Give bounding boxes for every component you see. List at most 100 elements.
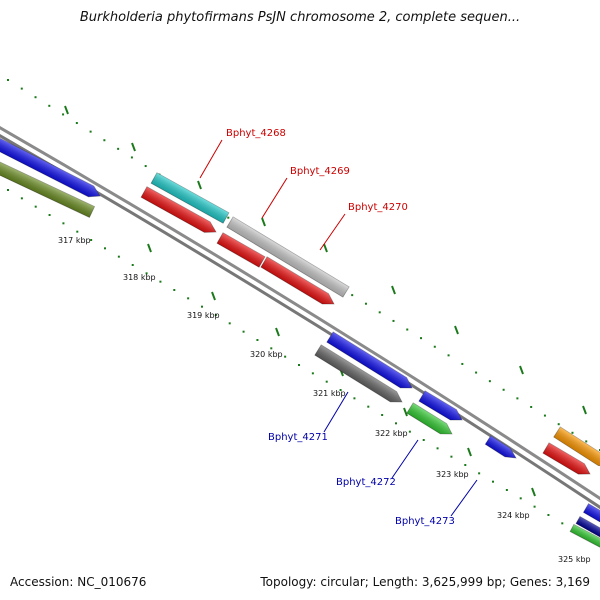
map-title: Burkholderia phytofirmans PsJN chromosom… <box>79 10 521 25</box>
outer-ruler-dot <box>34 96 37 99</box>
gene-green <box>406 402 453 435</box>
gene-olive-left-shade <box>0 158 95 218</box>
gene-blue-left-shade <box>0 134 100 197</box>
inner-ruler-dot <box>450 455 453 458</box>
gene-red-right-shade <box>542 442 590 475</box>
outer-ruler-dot <box>103 139 106 142</box>
gene-navy-right <box>575 515 600 543</box>
outer-ruler-dot <box>48 104 51 107</box>
tick-label: 321 kbp <box>313 389 346 398</box>
outer-ruler-dot <box>227 216 230 219</box>
inner-ruler-dot <box>367 405 370 408</box>
inner-ruler-dot <box>505 489 508 491</box>
outer-major-tick <box>64 105 69 115</box>
inner-ruler-dot <box>298 364 300 366</box>
outer-ruler-dot <box>351 294 354 297</box>
outer-major-tick <box>519 365 524 375</box>
outer-ruler-dot <box>516 397 519 400</box>
gene-dark-gray <box>314 344 403 403</box>
inner-ruler-dot <box>242 330 245 333</box>
inner-ruler-dot <box>561 522 564 525</box>
inner-ruler-dot <box>478 472 481 475</box>
features <box>0 134 600 553</box>
outer-ruler-dot <box>62 113 65 116</box>
inner-ruler-dot <box>436 447 439 450</box>
outer-ruler-dot <box>364 302 367 305</box>
outer-ruler-dot <box>447 354 450 357</box>
inner-major-tick <box>275 327 280 337</box>
gene-bphyt-4270-red-shade <box>260 256 334 304</box>
outer-ruler-dot <box>20 87 23 90</box>
tick-label: 317 kbp <box>58 236 91 245</box>
outer-ruler-dot <box>420 337 423 340</box>
inner-ruler-dot <box>339 389 342 391</box>
outer-ruler-dot <box>502 388 505 391</box>
inner-ruler-dot <box>62 222 65 225</box>
inner-ruler-dot <box>76 230 79 233</box>
inner-ruler-dot <box>48 214 51 216</box>
inner-major-tick <box>211 291 216 301</box>
gene-leader-line <box>391 439 419 479</box>
inner-ruler-dot <box>492 480 494 483</box>
gene-label: Bphyt_4272 <box>336 477 396 488</box>
gene-blue-2-shade <box>418 390 462 420</box>
inner-ruler-dot <box>353 397 356 400</box>
accession-label: Accession: NC_010676 <box>10 575 147 589</box>
inner-major-tick <box>531 487 536 497</box>
inner-ruler-dot <box>533 505 536 508</box>
outer-major-tick <box>131 142 136 152</box>
outer-ruler-dot <box>7 79 9 81</box>
inner-ruler-dot <box>381 414 384 416</box>
outer-major-tick <box>261 217 266 227</box>
gene-bphyt-4269 <box>226 216 350 298</box>
gene-dark-gray-shade <box>314 344 402 402</box>
gene-orange-shade <box>553 426 600 466</box>
inner-major-tick <box>403 407 408 417</box>
outer-major-tick <box>391 285 396 295</box>
tick-label: 323 kbp <box>436 470 469 479</box>
sequence-stats: Topology: circular; Length: 3,625,999 bp… <box>260 575 590 589</box>
gene-blue-small <box>484 435 517 459</box>
gene-blue-mid <box>326 331 413 389</box>
gene-leader-line <box>323 391 349 433</box>
outer-major-tick <box>197 180 202 190</box>
gene-red-2-shade <box>217 232 265 268</box>
inner-ruler-dot <box>395 422 397 425</box>
gene-green-shade <box>406 402 453 435</box>
outer-ruler-dot <box>130 156 133 159</box>
inner-ruler-dot <box>187 297 190 300</box>
inner-major-tick <box>467 447 472 457</box>
inner-ruler-dot <box>20 197 23 200</box>
gene-blue-left <box>0 134 101 198</box>
inner-ruler-dot <box>7 189 9 191</box>
gene-olive-left <box>0 158 96 218</box>
gene-bphyt-4269-shade <box>226 216 350 298</box>
outer-ruler-dot <box>433 345 436 348</box>
tick-label: 318 kbp <box>123 273 156 282</box>
inner-ruler-dot <box>117 255 120 258</box>
inner-ruler-dot <box>34 205 37 208</box>
gene-navy-right-shade <box>576 516 600 542</box>
gene-leader-line <box>450 479 478 517</box>
gene-red-1 <box>140 186 217 233</box>
outer-ruler-dot <box>378 311 381 314</box>
gene-blue-right-shade <box>583 503 600 523</box>
inner-ruler-dot <box>311 372 314 375</box>
gene-leader-line <box>319 213 346 251</box>
gene-leader-line <box>261 177 288 219</box>
inner-ruler-dot <box>547 514 550 516</box>
inner-ruler-dot <box>325 380 328 383</box>
outer-ruler-dot <box>543 414 546 417</box>
gene-blue-right <box>582 503 600 523</box>
outer-ruler-dot <box>475 371 478 374</box>
gene-red-1-shade <box>141 186 216 233</box>
inner-ruler-dot <box>519 497 522 500</box>
inner-ruler-dot <box>408 430 411 433</box>
gene-orange <box>553 426 600 467</box>
backbone-outer <box>0 126 600 501</box>
outer-ruler-dot <box>392 319 395 322</box>
outer-ruler-dot <box>144 165 147 168</box>
outer-ruler-dot <box>585 440 588 443</box>
